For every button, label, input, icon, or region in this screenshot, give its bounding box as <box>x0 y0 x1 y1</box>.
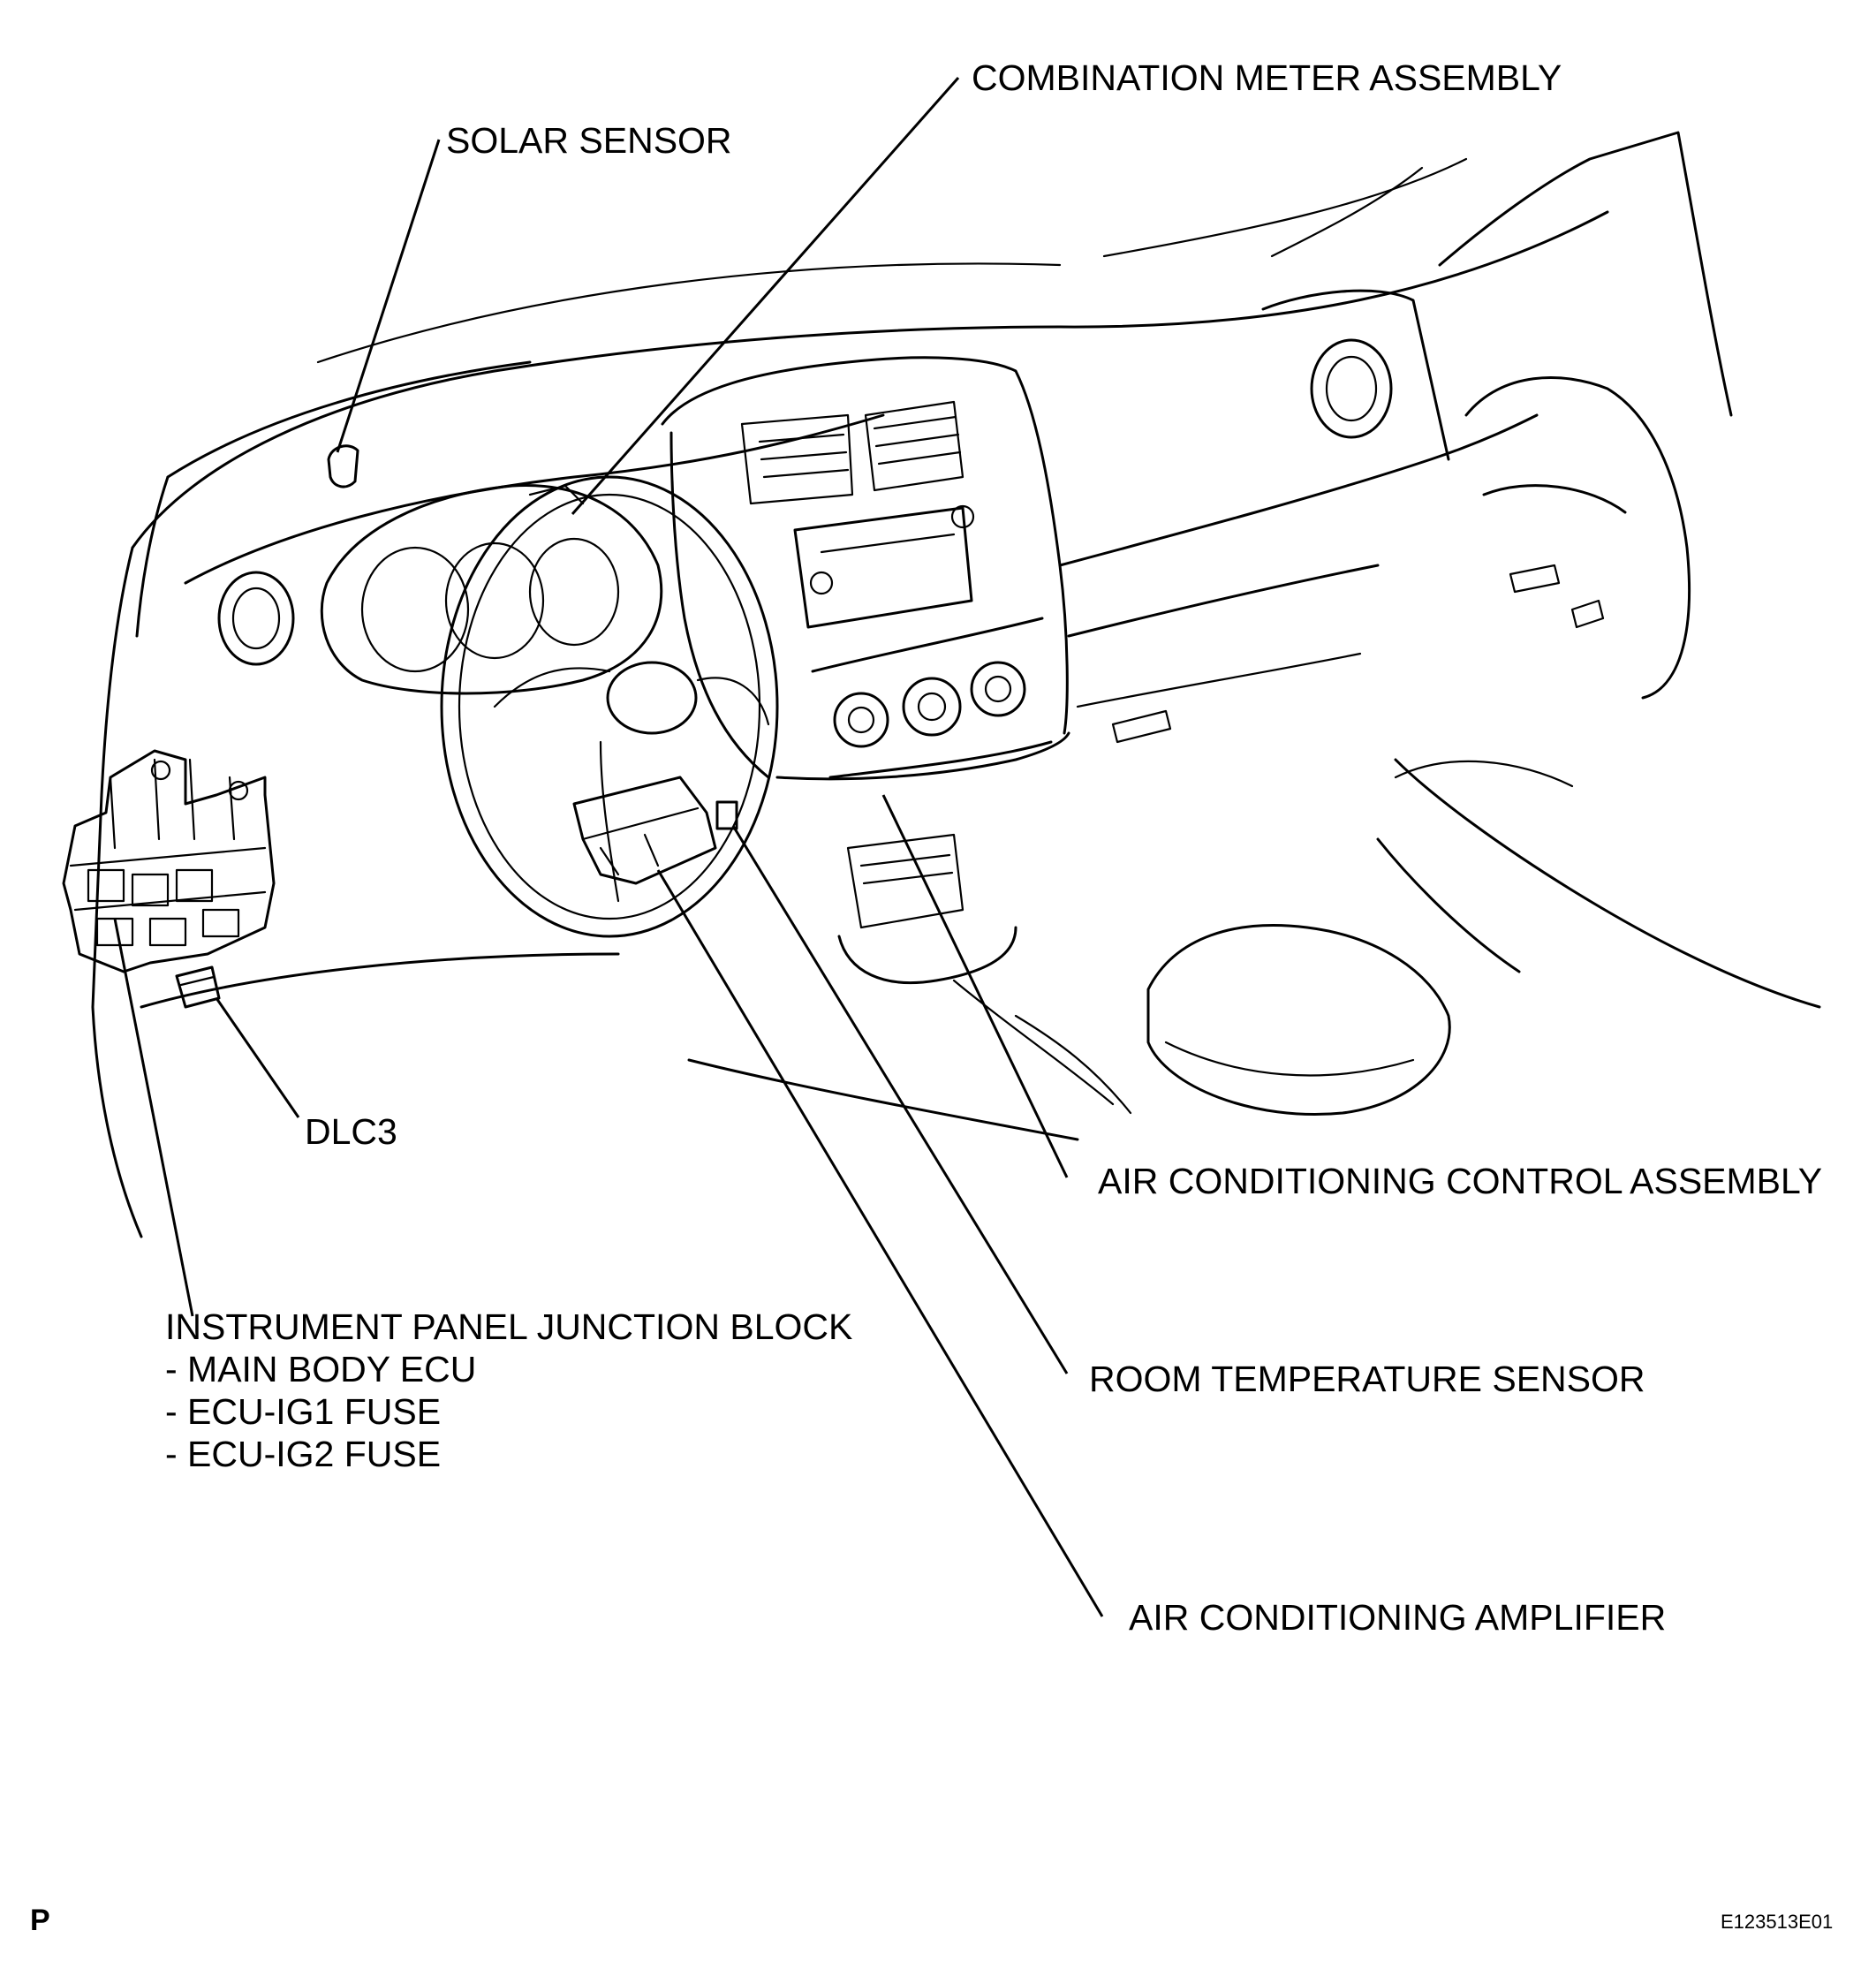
dashboard-outline <box>91 131 1821 1238</box>
junction-block <box>62 749 276 973</box>
left-vent <box>217 571 295 666</box>
label-combination-meter: COMBINATION METER ASSEMBLY <box>972 57 1562 98</box>
page-letter: P <box>30 1904 50 1937</box>
leader-room-temp-sensor <box>731 825 1069 1374</box>
leader-junction-block <box>113 918 194 1317</box>
label-room-temp-sensor: ROOM TEMPERATURE SENSOR <box>1089 1359 1645 1399</box>
label-ac-amplifier: AIR CONDITIONING AMPLIFIER <box>1129 1597 1667 1638</box>
dlc3-connector <box>175 965 221 1009</box>
leader-ac-control <box>881 794 1069 1178</box>
figure-code: E123513E01 <box>1721 1911 1834 1933</box>
combination-meter <box>320 484 663 695</box>
leader-solar-sensor <box>336 139 441 453</box>
label-dlc3: DLC3 <box>305 1111 397 1152</box>
solar-sensor-part <box>327 444 359 488</box>
label-junction-block: INSTRUMENT PANEL JUNCTION BLOCK <box>165 1306 853 1347</box>
leader-combination-meter <box>571 77 960 515</box>
ac-amplifier-part <box>572 776 717 885</box>
label-ac-control: AIR CONDITIONING CONTROL ASSEMBLY <box>1098 1161 1823 1201</box>
leader-dlc3 <box>215 997 300 1118</box>
label-main-body-ecu: - MAIN BODY ECU <box>165 1349 477 1389</box>
label-junction-block-group: INSTRUMENT PANEL JUNCTION BLOCK - MAIN B… <box>165 1306 852 1475</box>
label-ecu-ig1-fuse: - ECU-IG1 FUSE <box>165 1391 442 1432</box>
label-ecu-ig2-fuse: - ECU-IG2 FUSE <box>165 1434 442 1474</box>
leader-lines <box>113 77 1104 1617</box>
leader-ac-amplifier <box>656 869 1104 1617</box>
label-solar-sensor: SOLAR SENSOR <box>446 120 732 161</box>
room-temperature-sensor-part <box>715 800 738 830</box>
steering-wheel <box>440 475 779 938</box>
